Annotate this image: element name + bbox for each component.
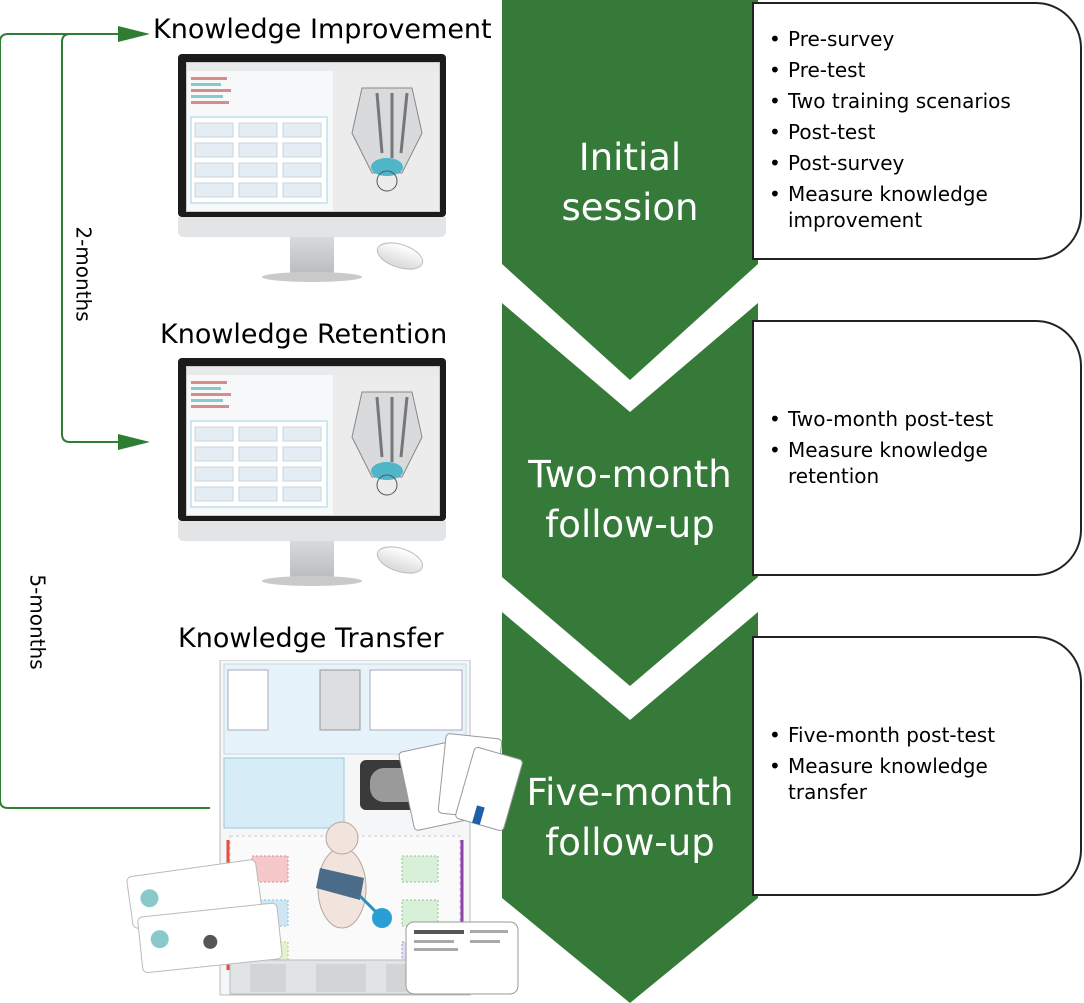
monitor-base	[262, 576, 362, 586]
card-item: Five-month post-test	[760, 722, 1080, 748]
phase-chevrons	[502, 0, 758, 1003]
stage-title-improvement: Knowledge Improvement	[153, 14, 492, 45]
chevron-initial-session	[502, 0, 758, 380]
scenario-cards-right	[398, 733, 523, 832]
screen-content	[187, 367, 439, 515]
interval-arrows	[0, 33, 210, 809]
chevron-five-month	[502, 612, 758, 1003]
monitor-illustration-retention	[178, 358, 450, 608]
stage-title-transfer: Knowledge Transfer	[178, 623, 444, 654]
phase-label-line: follow-up	[545, 821, 715, 864]
card-item: Post-survey	[760, 150, 1080, 176]
card-item: Pre-survey	[760, 26, 1080, 52]
interval-label-5-months: 5-months	[25, 574, 50, 670]
phase-label-line: Two-month	[528, 453, 732, 496]
board-game-illustration	[126, 660, 523, 996]
card-initial-session: Pre-survey Pre-test Two training scenari…	[752, 2, 1082, 260]
phase-label-five-month: Five-month follow-up	[502, 768, 758, 868]
chevron-two-month	[502, 303, 758, 686]
card-item: Two-month post-test	[760, 406, 1080, 432]
card-five-month: Five-month post-test Measure knowledge t…	[752, 636, 1082, 896]
monitor-illustration-improvement	[178, 54, 450, 304]
card-two-month: Two-month post-test Measure knowledge re…	[752, 320, 1082, 576]
monitor-screen	[186, 62, 440, 212]
arrowhead-improvement	[118, 26, 150, 42]
mouse-icon	[373, 237, 427, 275]
monitor-chin	[178, 217, 446, 237]
card-item: Two training scenarios	[760, 88, 1080, 114]
screen-content	[187, 63, 439, 211]
phase-label-line: session	[561, 186, 699, 229]
monitor-chin	[178, 521, 446, 541]
phase-label-line: Five-month	[526, 771, 734, 814]
card-item: Measure knowledge transfer	[760, 753, 1018, 805]
card-item: Measure knowledge retention	[760, 437, 1018, 489]
phase-label-two-month: Two-month follow-up	[502, 450, 758, 550]
monitor-base	[262, 272, 362, 282]
arrow-5-months	[0, 33, 210, 809]
phase-label-initial: Initial session	[502, 133, 758, 233]
mouse-icon	[373, 541, 427, 579]
monitor-stand	[290, 541, 334, 581]
stage-title-retention: Knowledge Retention	[160, 319, 448, 350]
phase-label-line: follow-up	[545, 503, 715, 546]
arrow-2-months	[61, 33, 140, 443]
monitor-stand	[290, 237, 334, 277]
monitor-screen	[186, 366, 440, 516]
arrowhead-retention	[118, 434, 150, 450]
card-item: Pre-test	[760, 57, 1080, 83]
phase-label-line: Initial	[578, 136, 682, 179]
card-item: Post-test	[760, 119, 1080, 145]
card-item: Measure knowledge improvement	[760, 181, 1018, 233]
interval-label-2-months: 2-months	[71, 226, 96, 322]
